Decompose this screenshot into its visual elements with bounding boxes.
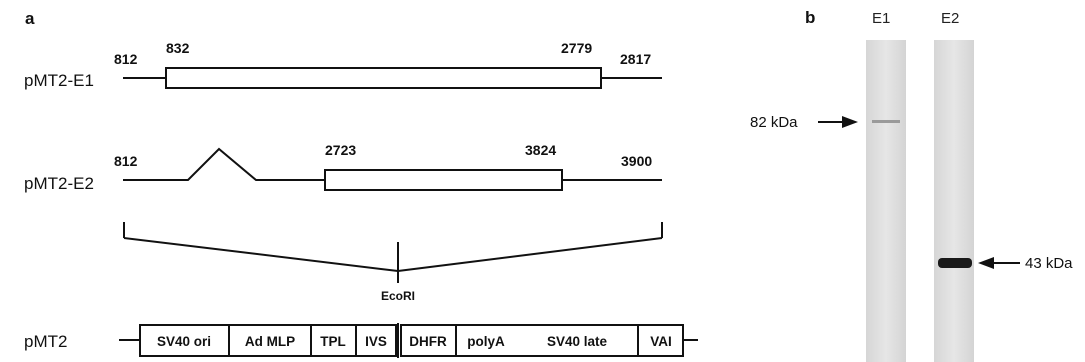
segment-vai: VAI (650, 334, 672, 349)
gel-lane-e1 (866, 40, 906, 362)
segment-tpl: TPL (320, 334, 346, 349)
insertion-converging-lines (120, 222, 666, 283)
start-position: 812 (114, 51, 138, 67)
band-43kda (938, 258, 972, 268)
segment-ivs: IVS (365, 334, 387, 349)
panel-a-letter: a (25, 9, 35, 28)
band-82kda (872, 120, 900, 123)
panel-a: a pMT2-E1 812 832 2779 2817 pMT2-E2 812 … (24, 9, 698, 358)
marker-label-82kda: 82 kDa (750, 114, 798, 131)
coding-region-box (165, 67, 602, 89)
vector-left-block (139, 324, 397, 357)
construct-pmt2-e1: pMT2-E1 812 832 2779 2817 (24, 40, 662, 90)
insertion-bracket (123, 222, 663, 271)
bracket-left (123, 222, 399, 271)
segment-ad-mlp: Ad MLP (245, 334, 295, 349)
box-start-position: 832 (166, 40, 190, 56)
vector-pmt2: pMT2 SV40 ori Ad MLP TPL IVS DHFR polyA … (24, 323, 698, 358)
arrow-left-icon (978, 257, 1020, 269)
box-start-position: 2723 (325, 142, 356, 158)
construct-pmt2-e2: pMT2-E2 812 2723 3824 3900 (24, 142, 662, 193)
segment-sv40-ori: SV40 ori (157, 334, 211, 349)
panel-b: b E1 E2 82 kDa 43 kDa (750, 8, 1073, 362)
arrow-right-icon (818, 116, 858, 128)
segment-sv40-late: SV40 late (547, 334, 608, 349)
lane-label-e2: E2 (941, 10, 959, 27)
start-position: 812 (114, 153, 138, 169)
box-end-position: 2779 (561, 40, 592, 56)
box-end-position: 3824 (525, 142, 556, 158)
end-position: 2817 (620, 51, 651, 67)
coding-region-box (324, 169, 563, 191)
vector-right-block (400, 324, 684, 357)
panel-b-letter: b (805, 8, 815, 27)
ecori-site-label: EcoRI (381, 289, 415, 303)
gel-lane-e2 (934, 40, 974, 362)
marker-label-43kda: 43 kDa (1025, 255, 1073, 272)
vector-label: pMT2 (24, 332, 67, 351)
segment-dhfr: DHFR (409, 334, 447, 349)
segment-polya: polyA (467, 334, 505, 349)
lane-label-e1: E1 (872, 10, 890, 27)
end-position: 3900 (621, 153, 652, 169)
construct-label: pMT2-E2 (24, 174, 94, 193)
construct-label: pMT2-E1 (24, 71, 94, 90)
splice-intron-line (123, 147, 325, 181)
